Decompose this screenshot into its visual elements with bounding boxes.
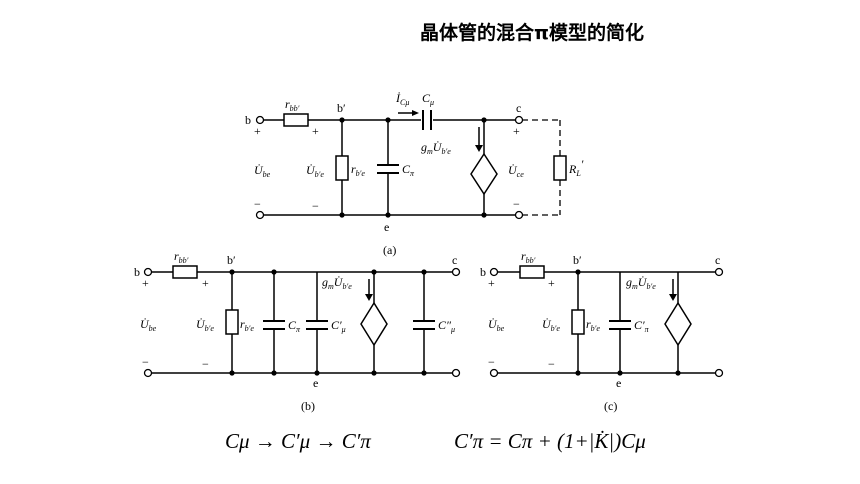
node-b-c: b xyxy=(480,265,486,279)
terminal-c-a xyxy=(514,115,524,125)
label-icmu-a: İCμ xyxy=(395,91,409,107)
label-cmu-a: Cμ xyxy=(422,91,434,107)
svg-text:−: − xyxy=(513,197,520,211)
svg-text:+: + xyxy=(312,124,319,138)
terminal-e-right-c xyxy=(714,368,724,378)
label-gm-b: gmU̇b′e xyxy=(322,275,352,291)
equation-right: C′π = Cπ + (1+|K̇|)Cμ xyxy=(454,429,646,453)
resistor-rbb-a xyxy=(283,113,309,127)
svg-text:−: − xyxy=(142,355,149,369)
label-rbe-b: rb′e xyxy=(240,317,254,333)
node-bp-c: b′ xyxy=(573,253,582,267)
dependent-source-a xyxy=(470,152,498,196)
terminal-e-left-b xyxy=(143,368,153,378)
terminal-b-a xyxy=(255,115,265,125)
svg-text:−: − xyxy=(548,357,555,371)
label-gm-c: gmU̇b′e xyxy=(626,275,656,291)
circuit-a: b b′ c e + + + − − − rbb′ rb′e Cπ Cμ İCμ… xyxy=(245,91,584,257)
terminal-c-b xyxy=(451,267,461,277)
label-cpi-a: Cπ xyxy=(402,162,415,178)
dependent-source-c xyxy=(664,301,692,347)
label-rbb-b: rbb′ xyxy=(174,249,189,265)
svg-text:−: − xyxy=(312,199,319,213)
resistor-rbb-c xyxy=(519,265,545,279)
svg-text:+: + xyxy=(513,124,520,138)
dependent-source-b xyxy=(360,301,388,347)
label-ubpe-a: U̇b′e xyxy=(306,163,324,179)
terminal-b-b xyxy=(143,267,153,277)
equation-left: Cμ → C′μ → C′π xyxy=(225,429,371,453)
node-b-a: b xyxy=(245,113,251,127)
caption-c: (c) xyxy=(604,399,617,413)
node-e-b: e xyxy=(313,376,318,390)
svg-text:+: + xyxy=(548,276,555,290)
terminal-e-left-c xyxy=(489,368,499,378)
terminal-c-c xyxy=(714,267,724,277)
resistor-rl-a xyxy=(553,155,567,181)
label-ubpe-b: U̇b′e xyxy=(196,317,214,333)
label-ube-a: U̇be xyxy=(254,163,271,179)
circuit-c: b b′ c e + + − − rbb′ rb′e C′π gmU̇b′e U… xyxy=(480,249,724,413)
node-c-a: c xyxy=(516,101,521,115)
caption-b: (b) xyxy=(301,399,315,413)
page-title: 晶体管的混合π模型的简化 xyxy=(420,22,645,44)
node-e-c: e xyxy=(616,376,621,390)
node-bp-a: b′ xyxy=(337,101,346,115)
svg-text:+: + xyxy=(254,124,261,138)
node-e-a: e xyxy=(384,220,389,234)
svg-text:−: − xyxy=(254,197,261,211)
label-rbb-a: rbb′ xyxy=(285,97,300,113)
svg-text:+: + xyxy=(202,276,209,290)
circuit-b: b b′ c e + + − − rbb′ rb′e Cπ C′μ C″μ gm… xyxy=(134,249,461,413)
resistor-rbe-b xyxy=(225,309,239,335)
terminal-b-c xyxy=(489,267,499,277)
label-rl-a: RL′ xyxy=(568,157,584,178)
node-c-b: c xyxy=(452,253,457,267)
label-ubpe-c: U̇b′e xyxy=(542,317,560,333)
resistor-rbe-c xyxy=(571,309,585,335)
resistor-rbe-a xyxy=(335,155,349,181)
terminal-e-left-a xyxy=(255,210,265,220)
resistor-rbb-b xyxy=(172,265,198,279)
terminal-e-right-b xyxy=(451,368,461,378)
label-gm-a: gmU̇b′e xyxy=(421,140,451,156)
label-rbe-a: rb′e xyxy=(351,162,365,178)
label-cpi-c: C′π xyxy=(634,318,650,334)
svg-text:+: + xyxy=(488,276,495,290)
svg-text:−: − xyxy=(202,357,209,371)
label-rbb-c: rbb′ xyxy=(521,249,536,265)
label-ube-b: U̇be xyxy=(140,317,157,333)
label-uce-a: U̇ce xyxy=(508,163,524,179)
svg-text:+: + xyxy=(142,276,149,290)
label-cpi-b: Cπ xyxy=(288,318,301,334)
label-cmu1-b: C′μ xyxy=(331,318,346,334)
label-cmu2-b: C″μ xyxy=(438,318,455,334)
node-bp-b: b′ xyxy=(227,253,236,267)
caption-a: (a) xyxy=(383,243,396,257)
label-rbe-c: rb′e xyxy=(586,317,600,333)
terminal-e-right-a xyxy=(514,210,524,220)
label-ube-c: U̇be xyxy=(488,317,505,333)
node-b-b: b xyxy=(134,265,140,279)
svg-text:−: − xyxy=(488,355,495,369)
node-c-c: c xyxy=(715,253,720,267)
